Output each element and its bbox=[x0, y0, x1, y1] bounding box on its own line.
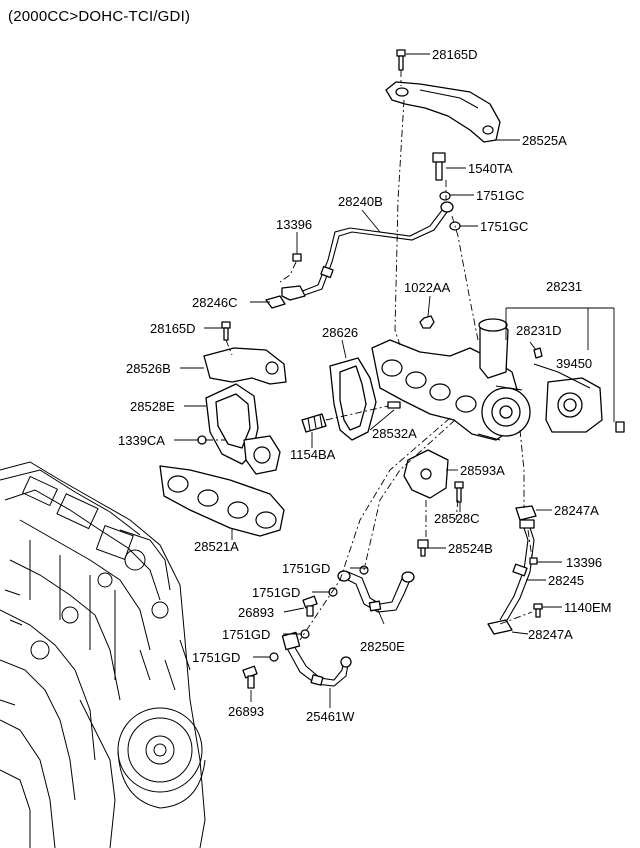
engine-block bbox=[0, 461, 206, 848]
bolt-26893-a bbox=[302, 595, 318, 617]
gasket-28521a bbox=[159, 465, 285, 537]
label-1540ta: 1540TA bbox=[468, 161, 513, 176]
bracket-28246c bbox=[265, 295, 286, 309]
leader-lines bbox=[174, 53, 615, 708]
gasket-1751gd-c bbox=[300, 629, 310, 639]
label-28246c: 28246C bbox=[192, 295, 238, 310]
label-1339ca: 1339CA bbox=[118, 433, 165, 448]
label-28524b: 28524B bbox=[448, 541, 493, 556]
bracket-28593a bbox=[403, 449, 449, 499]
label-1751gc-a: 1751GC bbox=[476, 188, 524, 203]
bolt-26893-b bbox=[242, 665, 258, 689]
coolant-pipe-28250e bbox=[337, 570, 415, 613]
clip-13396-b bbox=[529, 557, 538, 565]
label-28247a-a: 28247A bbox=[554, 503, 599, 518]
clip-13396-a bbox=[292, 253, 302, 262]
gasket-28626 bbox=[329, 357, 377, 441]
nut-1022aa bbox=[419, 315, 435, 329]
label-28626: 28626 bbox=[322, 325, 358, 340]
label-1751gd-c: 1751GD bbox=[222, 627, 270, 642]
gasket-28247a-lower bbox=[487, 619, 513, 635]
heat-shield-upper bbox=[385, 81, 501, 143]
label-13396-a: 13396 bbox=[276, 217, 312, 232]
bolt-28524b bbox=[417, 539, 429, 557]
part-labels: 28165D 28525A 1540TA 1751GC 28240B 1751G… bbox=[118, 47, 611, 724]
assembly-lines bbox=[206, 70, 533, 641]
label-28528c: 28528C bbox=[434, 511, 480, 526]
turbo-manifold bbox=[371, 318, 531, 441]
label-1751gd-a: 1751GD bbox=[282, 561, 330, 576]
label-26893-b: 26893 bbox=[228, 704, 264, 719]
label-28247a-b: 28247A bbox=[528, 627, 573, 642]
stud-1154ba bbox=[301, 413, 327, 433]
wastegate-actuator bbox=[533, 363, 625, 433]
label-28526b: 28526B bbox=[126, 361, 171, 376]
gasket-1751gc-a bbox=[439, 191, 451, 201]
label-28165d-mid: 28165D bbox=[150, 321, 196, 336]
label-1022aa: 1022AA bbox=[404, 280, 451, 295]
gasket-1751gd-d bbox=[269, 652, 279, 662]
clip-28231d bbox=[533, 347, 543, 359]
diagram-title: (2000CC>DOHC-TCI/GDI) bbox=[8, 8, 191, 25]
bolt-1140em bbox=[533, 603, 543, 618]
gasket-28247a-upper bbox=[515, 505, 537, 521]
label-28231: 28231 bbox=[546, 279, 582, 294]
label-28250e: 28250E bbox=[360, 639, 405, 654]
oil-feed-pipe bbox=[281, 201, 454, 301]
label-28521a: 28521A bbox=[194, 539, 239, 554]
label-28593a: 28593A bbox=[460, 463, 505, 478]
label-1751gd-d: 1751GD bbox=[192, 650, 240, 665]
gasket-28528e bbox=[205, 383, 281, 475]
label-13396-b: 13396 bbox=[566, 555, 602, 570]
label-28532a: 28532A bbox=[372, 426, 417, 441]
bolt-28528c bbox=[454, 481, 464, 503]
label-26893-a: 26893 bbox=[238, 605, 274, 620]
bolt-28165d-top bbox=[396, 49, 406, 71]
nut-1339ca bbox=[197, 435, 207, 445]
label-25461w: 25461W bbox=[306, 709, 355, 724]
oil-return-pipe bbox=[499, 519, 535, 623]
stud-28532a bbox=[387, 401, 401, 409]
gasket-1751gd-b bbox=[328, 587, 338, 597]
label-28245: 28245 bbox=[548, 573, 584, 588]
label-1751gd-b: 1751GD bbox=[252, 585, 300, 600]
heat-shield-lower bbox=[203, 347, 287, 385]
label-28240b: 28240B bbox=[338, 194, 383, 209]
bolt-28165d-mid bbox=[221, 321, 231, 341]
label-28165d-top: 28165D bbox=[432, 47, 478, 62]
label-1154ba: 1154BA bbox=[290, 447, 336, 462]
label-1140em: 1140EM bbox=[564, 600, 611, 615]
label-28231d: 28231D bbox=[516, 323, 562, 338]
coolant-pipe-25461w bbox=[281, 631, 352, 687]
label-28528e: 28528E bbox=[130, 399, 175, 414]
label-39450: 39450 bbox=[556, 356, 592, 371]
label-1751gc-b: 1751GC bbox=[480, 219, 528, 234]
stud-1540ta bbox=[432, 152, 446, 181]
label-28525a: 28525A bbox=[522, 133, 567, 148]
